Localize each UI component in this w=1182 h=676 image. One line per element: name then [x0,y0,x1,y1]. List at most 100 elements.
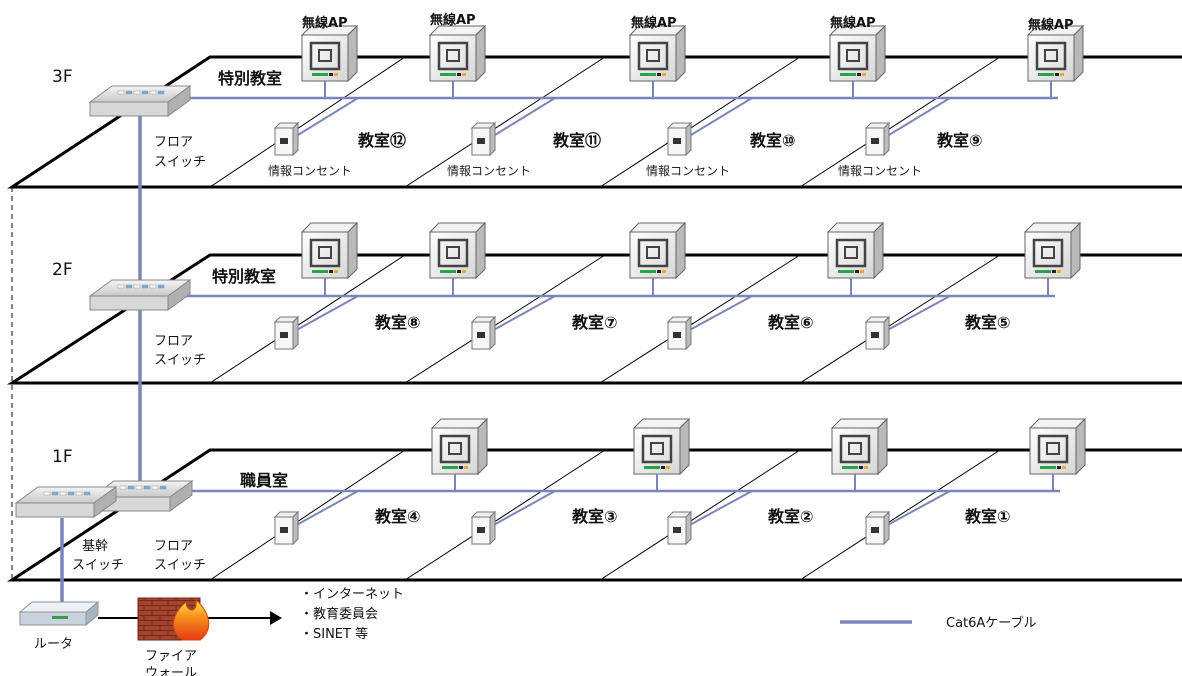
outlet-cable [489,97,556,139]
wireless-ap-icon [826,221,885,280]
room-divider [799,56,1001,188]
wireless-ap-icon [632,417,691,476]
floor-switch-label: フロア [154,135,193,150]
floor-edge [6,55,1182,189]
outlet-cable [883,295,951,333]
info-outlet-icon [666,315,693,351]
room-5: 教室⑤ [965,313,1011,332]
ap-label: 無線AP [302,15,348,31]
core-switch-label: 基幹 [82,538,108,554]
floor-plane [6,221,1182,385]
firewall-label: ファイア [145,649,197,664]
floor-switch-icon-1f [90,480,194,512]
room-6: 教室⑥ [768,313,814,332]
room-10: 教室⑩ [750,131,796,150]
core-switch-icon [14,486,118,518]
outlet-cable [489,295,556,333]
floor-switch-label: フロア [154,539,193,554]
ap-label: 無線AP [430,12,476,28]
info-outlet-icon [470,121,497,157]
room-8: 教室⑧ [375,313,421,332]
core-switch-label: スイッチ [72,558,124,573]
floor-edge [6,448,1182,582]
outlet-cable [292,490,359,528]
destination-internet: ・インターネット [300,587,404,602]
info-outlet-icon [273,510,300,546]
floor-label-3f: 3F [52,67,73,87]
ap-label: 無線AP [1028,17,1074,33]
special-room-2f: 特別教室 [212,267,276,286]
legend-label: Cat6Aケーブル [946,615,1037,631]
floor-label-2f: 2F [52,260,73,280]
room-divider [599,449,801,581]
outlet-label: 情報コンセント [646,164,730,178]
firewall-label: ウォール [145,666,197,676]
room-divider [599,56,801,188]
floor-label-1f: 1F [52,447,73,467]
outlet-label: 情報コンセント [838,164,922,178]
wireless-ap-icon [828,24,887,83]
wireless-ap-icon [1028,417,1087,476]
room-divider [799,254,1001,384]
floor-edge [6,253,1182,385]
outlet-cable [685,295,753,333]
wireless-ap-icon [628,221,687,280]
floor-switch-icon-3f [88,85,192,117]
room-9: 教室⑨ [937,131,983,150]
floor-plane [6,24,1182,189]
wireless-ap-icon [428,221,487,280]
wireless-ap-icon [428,24,487,83]
floor-switch-label: スイッチ [154,155,206,170]
room-7: 教室⑦ [572,313,618,332]
room-2: 教室② [768,507,814,526]
room-divider [799,449,1001,581]
destination-sinet: ・SINET 等 [300,626,368,642]
wireless-ap-icon [300,221,359,280]
room-divider [599,254,801,384]
router-label: ルータ [34,637,73,652]
outlet-cable [883,97,951,139]
staff-room-1f: 職員室 [240,471,288,490]
info-outlet-icon [470,510,497,546]
special-room-3f: 特別教室 [218,69,282,88]
info-outlet-icon [864,510,891,546]
room-12: 教室⑫ [358,131,406,150]
router-icon [18,600,100,627]
room-1: 教室① [965,507,1011,526]
info-outlet-icon [864,121,891,157]
room-divider [209,56,406,188]
room-divider [404,449,606,581]
outlet-label: 情報コンセント [268,164,352,178]
info-outlet-icon [273,315,300,351]
room-11: 教室⑪ [553,131,601,150]
ap-label: 無線AP [631,15,677,31]
outlet-cable [685,490,753,528]
room-divider [209,254,406,384]
wireless-ap-icon [430,417,489,476]
info-outlet-icon [470,315,497,351]
destination-board: ・教育委員会 [300,606,378,622]
info-outlet-icon [666,121,693,157]
outlet-cable [292,295,359,333]
info-outlet-icon [666,510,693,546]
room-divider [404,56,606,188]
floor-switch-label: フロア [154,334,193,349]
room-4: 教室④ [375,507,421,526]
wireless-ap-icon [1023,221,1082,280]
outlet-cable [685,97,753,139]
outlet-label: 情報コンセント [447,164,531,178]
ap-label: 無線AP [830,15,876,31]
outlet-cable [883,490,951,528]
wireless-ap-icon [300,24,359,83]
floor-plane [6,417,1182,582]
info-outlet-icon [273,121,300,157]
floor-switch-label: スイッチ [154,558,206,573]
outlet-cable [489,490,556,528]
wireless-ap-icon [628,24,687,83]
wireless-ap-icon [830,417,889,476]
floor-switch-label: スイッチ [154,353,206,368]
firewall-icon [137,597,210,641]
room-divider [404,254,606,384]
floor-switch-icon-2f [88,279,192,311]
